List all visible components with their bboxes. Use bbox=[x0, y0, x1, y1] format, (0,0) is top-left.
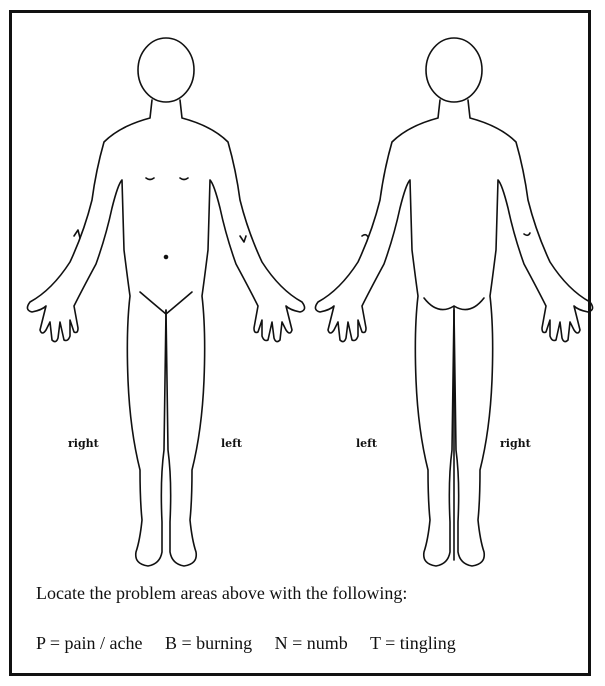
front-right-label: right bbox=[68, 437, 99, 450]
legend-pain: P = pain / ache bbox=[36, 633, 142, 653]
symbol-legend: P = pain / ache B = burning N = numb T =… bbox=[36, 633, 474, 654]
instructions-text: Locate the problem areas above with the … bbox=[36, 583, 407, 604]
front-body-figure bbox=[27, 38, 304, 566]
legend-burning: B = burning bbox=[165, 633, 252, 653]
back-body-figure bbox=[315, 38, 592, 566]
back-left-label: left bbox=[356, 437, 377, 450]
back-right-label: right bbox=[500, 437, 531, 450]
front-left-label: left bbox=[221, 437, 242, 450]
legend-tingling: T = tingling bbox=[370, 633, 456, 653]
legend-numb: N = numb bbox=[275, 633, 348, 653]
